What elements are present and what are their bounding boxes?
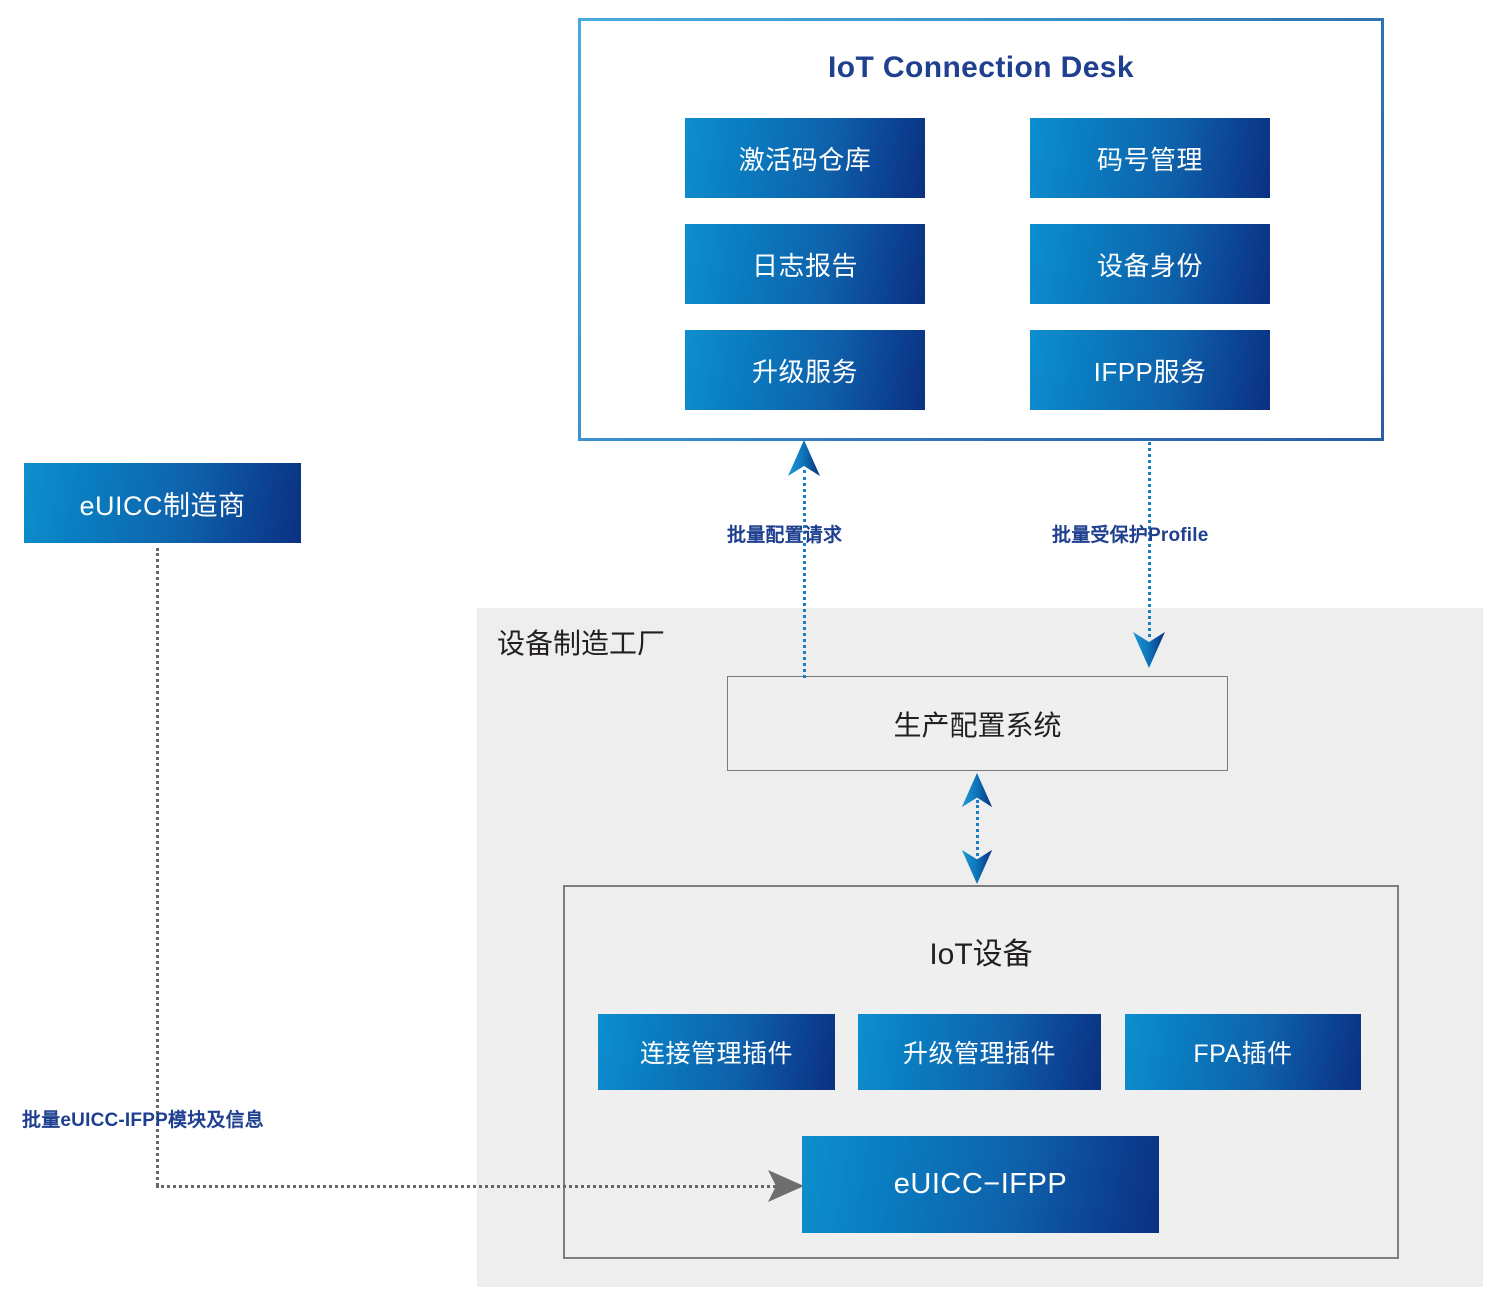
service-chip-label: 设备身份 [1096, 250, 1203, 281]
service-chip-upgrade-service[interactable]: 升级服务 [685, 330, 925, 410]
plugin-chip-upgrade-management[interactable]: 升级管理插件 [858, 1014, 1101, 1090]
connector-arrowhead-down-bulk-protected-profile [1133, 632, 1165, 668]
connector-label-bulk-config-request: 批量配置请求 [727, 525, 843, 546]
plugin-chip-label: FPA插件 [1193, 1040, 1293, 1068]
service-chip-log-report[interactable]: 日志报告 [685, 224, 925, 304]
connector-line-bulk-config-request [803, 470, 806, 678]
production-config-system-box[interactable]: 生产配置系统 [727, 676, 1228, 771]
connector-arrowhead-down-prod-device-link [961, 849, 993, 884]
connector-arrowhead-up-prod-device-link [961, 773, 993, 808]
connector-line-bulk-protected-profile [1148, 442, 1151, 637]
service-chip-label: 升级服务 [751, 356, 858, 387]
plugin-chip-connection-management[interactable]: 连接管理插件 [598, 1014, 835, 1090]
iot-connection-desk-title: IoT Connection Desk [828, 51, 1134, 84]
connector-label-bulk-protected-profile: 批量受保护Profile [1052, 525, 1209, 546]
service-chip-device-identity[interactable]: 设备身份 [1030, 224, 1270, 304]
euicc-manufacturer-label: eUICC制造商 [79, 490, 246, 521]
euicc-ifpp-module-chip[interactable]: eUICC−IFPP [802, 1136, 1159, 1233]
iot-device-title: IoT设备 [929, 938, 1033, 971]
connector-line-prod-device-link [976, 800, 979, 862]
plugin-chip-fpa[interactable]: FPA插件 [1125, 1014, 1361, 1090]
service-chip-activation-code-repository[interactable]: 激活码仓库 [685, 118, 925, 198]
plugin-chip-label: 连接管理插件 [639, 1040, 793, 1068]
connector-line-bulk-euicc-horizontal [156, 1185, 776, 1188]
service-chip-label: 激活码仓库 [738, 144, 872, 175]
connector-line-bulk-euicc-vertical [156, 548, 159, 1186]
service-chip-number-management[interactable]: 码号管理 [1030, 118, 1270, 198]
service-chip-label: 码号管理 [1096, 144, 1203, 175]
euicc-ifpp-module-label: eUICC−IFPP [893, 1168, 1068, 1200]
device-factory-label: 设备制造工厂 [497, 628, 666, 659]
service-chip-label: 日志报告 [751, 250, 858, 281]
plugin-chip-label: 升级管理插件 [902, 1040, 1056, 1068]
connector-arrowhead-right-bulk-euicc [768, 1170, 804, 1202]
production-config-system-label: 生产配置系统 [893, 709, 1062, 741]
connector-arrowhead-up-bulk-config-request [788, 440, 820, 476]
connector-label-bulk-euicc-ifpp-modules: 批量eUICC-IFPP模块及信息 [22, 1110, 264, 1131]
service-chip-ifpp-service[interactable]: IFPP服务 [1030, 330, 1270, 410]
service-chip-label: IFPP服务 [1093, 356, 1207, 387]
euicc-manufacturer-box[interactable]: eUICC制造商 [24, 463, 301, 543]
